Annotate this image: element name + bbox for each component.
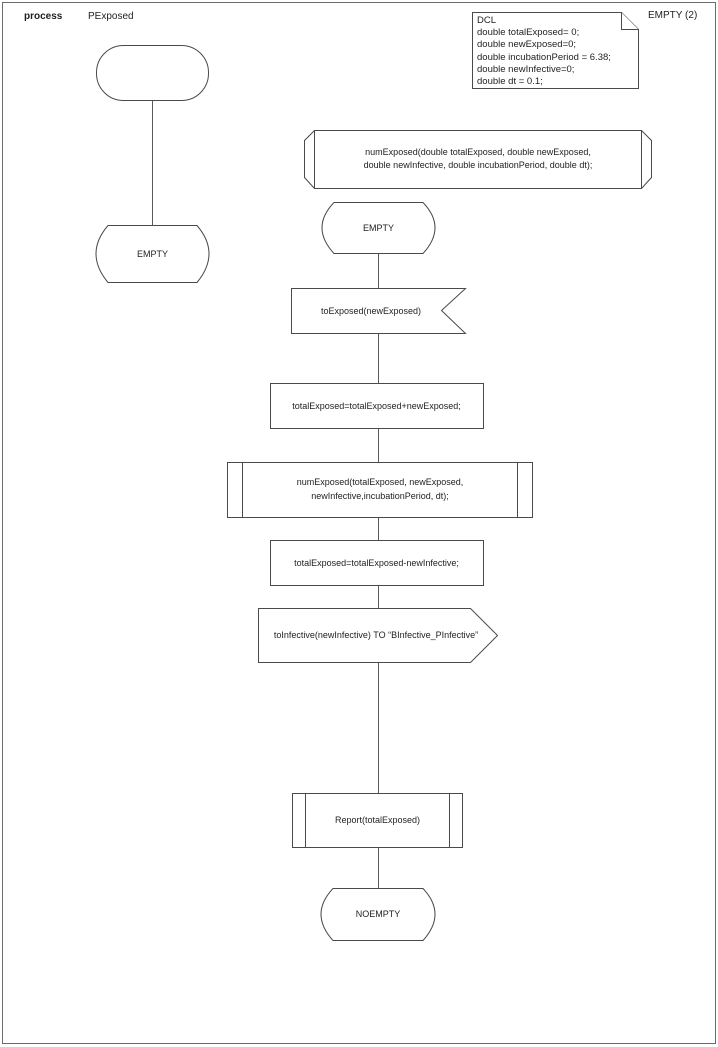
state-symbol-empty-left	[95, 225, 210, 283]
dcl-note-fold	[621, 12, 639, 30]
procedure-call-symbol-numexposed	[227, 462, 533, 518]
procedure-call-symbol-report	[292, 793, 463, 848]
flow-connectors	[152, 101, 379, 888]
state-symbol-noempty	[320, 888, 436, 941]
task-symbol-add	[270, 383, 484, 429]
procedure-declaration-inner-rect	[314, 130, 642, 189]
dcl-note-box	[472, 12, 639, 89]
input-signal-symbol	[291, 288, 467, 334]
state-symbol-empty	[321, 202, 436, 254]
start-symbol	[96, 45, 209, 101]
output-signal-symbol	[258, 608, 499, 663]
task-symbol-subtract	[270, 540, 484, 586]
